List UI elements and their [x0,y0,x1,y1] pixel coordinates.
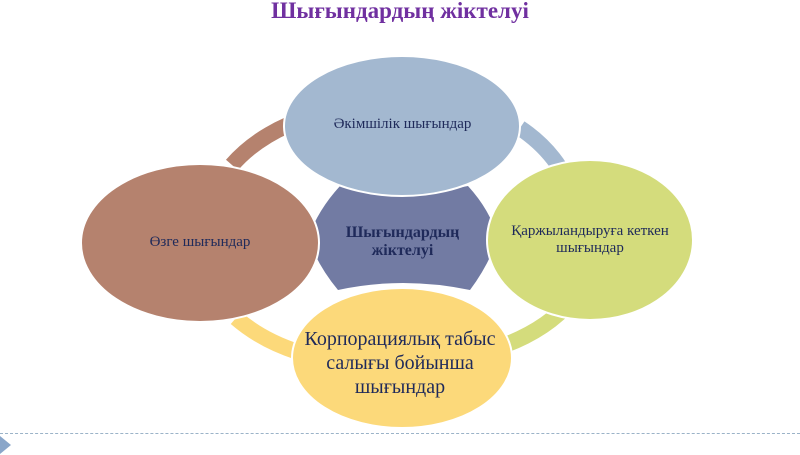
node-left-shape [80,163,320,323]
node-right-label: Қаржыландыруға кеткен шығындар [511,222,669,256]
node-right-shape [486,159,694,321]
node-bottom-shape [291,287,513,429]
node-top-label: Әкімшілік шығындар [333,116,472,133]
next-slide-arrow-icon[interactable] [0,436,11,454]
node-left-label: Өзге шығындар [149,234,251,251]
ring-arc-bottom-left [230,311,301,360]
slide-title: Шығындардың жіктелуі [271,0,529,23]
footer-divider [0,433,800,434]
center-shape [308,186,498,290]
node-top-shape [283,55,521,197]
ring-arc-top-left [225,117,292,171]
node-bottom-label: Корпорациялық табыс салығы бойынша шығын… [304,328,496,398]
center-label: Шығындардың жіктелуі [345,223,460,259]
